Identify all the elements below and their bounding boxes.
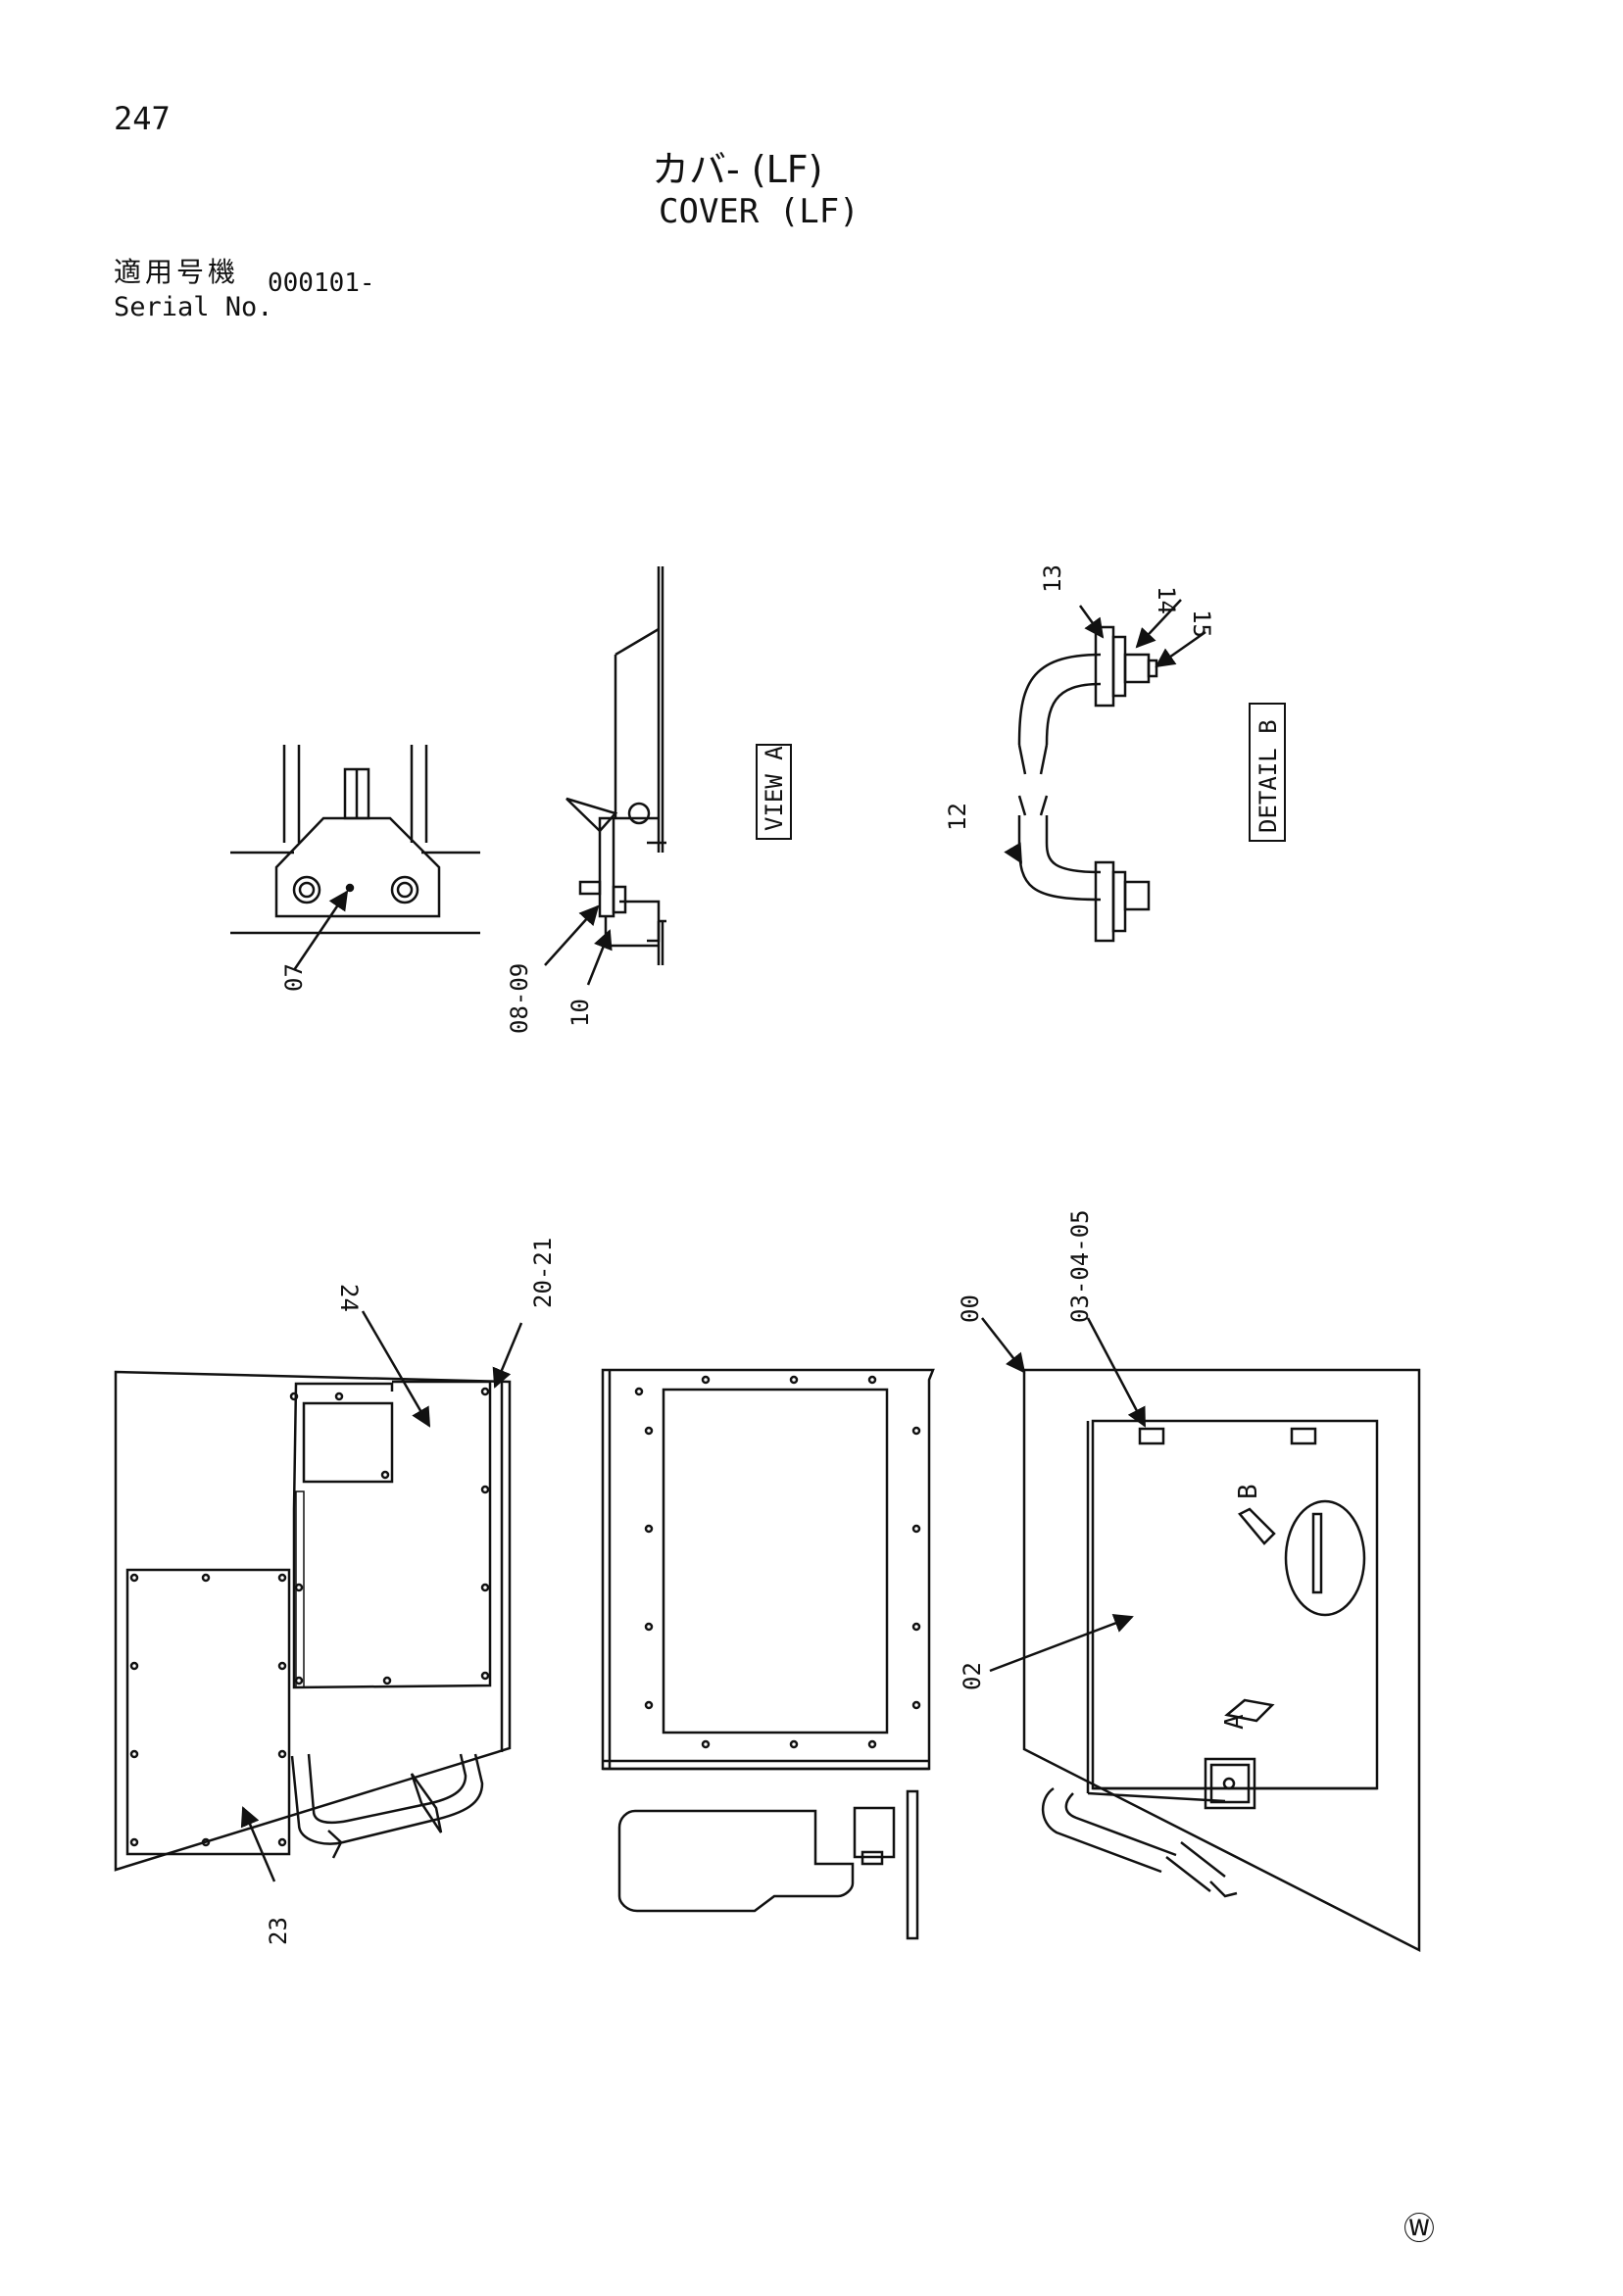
lower-middle-cover bbox=[601, 1368, 935, 1940]
serial-label-english: Serial No. bbox=[114, 292, 273, 322]
corner-mark: Ⓦ bbox=[1403, 2210, 1436, 2247]
part-labels: 07 08-09 10 VIEW A 12 13 14 15 DETAIL B … bbox=[265, 564, 1282, 1945]
label-15: 15 bbox=[1188, 610, 1215, 638]
label-detail-b: DETAIL B bbox=[1254, 719, 1282, 833]
marker-b: B bbox=[1234, 1484, 1263, 1499]
serial-number-value: 000101- bbox=[268, 269, 375, 298]
label-10: 10 bbox=[566, 999, 594, 1027]
label-08-09: 08-09 bbox=[506, 963, 533, 1034]
title-english: COVER (LF) bbox=[659, 192, 860, 231]
title-japanese: カバ- (LF) bbox=[652, 148, 823, 191]
label-14: 14 bbox=[1153, 586, 1180, 614]
label-12: 12 bbox=[944, 803, 971, 831]
view-a-section bbox=[544, 566, 792, 986]
bracket-view bbox=[230, 745, 480, 971]
label-07: 07 bbox=[280, 963, 308, 992]
label-13: 13 bbox=[1039, 564, 1066, 593]
label-view-a: VIEW A bbox=[761, 746, 788, 831]
serial-label-japanese: 適用号機 bbox=[114, 256, 240, 288]
marker-a: A bbox=[1220, 1714, 1250, 1730]
label-23: 23 bbox=[265, 1917, 292, 1945]
label-02: 02 bbox=[959, 1662, 986, 1690]
label-20-21: 20-21 bbox=[529, 1238, 557, 1308]
lower-left-cover bbox=[114, 1310, 523, 1882]
label-24: 24 bbox=[335, 1284, 363, 1312]
lower-right-cover bbox=[981, 1317, 1421, 1953]
detail-b-handle bbox=[1004, 599, 1286, 943]
page-number: 247 bbox=[114, 100, 171, 137]
label-00: 00 bbox=[957, 1295, 984, 1323]
label-03-04-05: 03-04-05 bbox=[1066, 1209, 1094, 1323]
